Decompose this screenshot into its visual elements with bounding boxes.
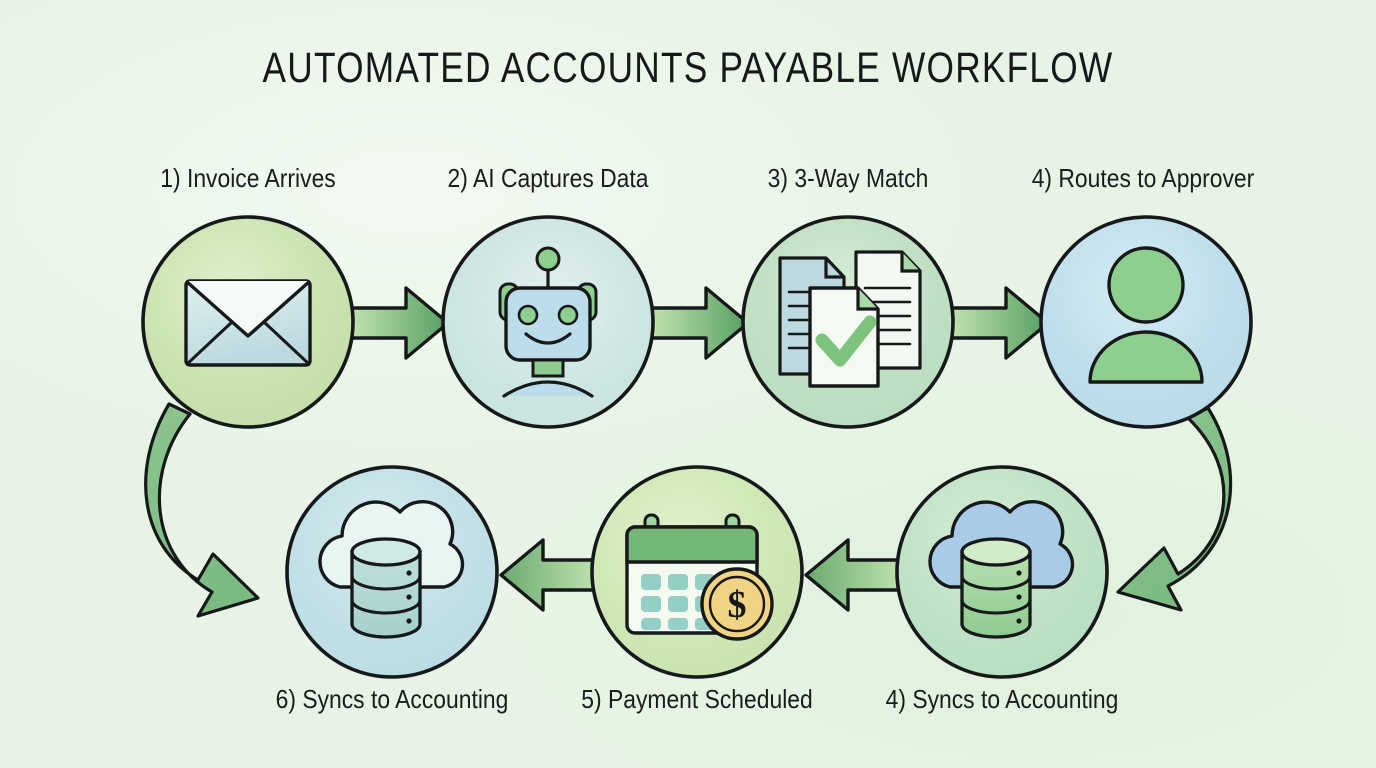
step-1-node[interactable] xyxy=(141,215,355,429)
arrow-2-3 xyxy=(650,286,750,360)
step-5-label: 6) Syncs to Accounting xyxy=(275,684,509,714)
step-6-node[interactable]: $ xyxy=(590,465,804,679)
arrow-4-7 xyxy=(1116,406,1233,612)
cloud-database-icon xyxy=(928,500,1075,639)
page-title: AUTOMATED ACCOUNTS PAYABLE WORKFLOW xyxy=(262,44,1114,92)
envelope-icon xyxy=(184,279,312,367)
step-4-node[interactable] xyxy=(1039,215,1253,429)
step-7-node[interactable] xyxy=(895,465,1109,679)
calendar-coin-icon: $ xyxy=(625,513,774,641)
step-2-label: 2) AI Captures Data xyxy=(447,163,649,193)
documents-check-icon xyxy=(778,250,922,388)
arrow-7-6 xyxy=(804,538,904,612)
step-3-node[interactable] xyxy=(741,215,955,429)
arrow-6-5 xyxy=(499,538,599,612)
step-5-node[interactable] xyxy=(285,465,499,679)
person-icon xyxy=(1088,246,1204,384)
step-1-label: 1) Invoice Arrives xyxy=(160,163,336,193)
robot-icon xyxy=(498,246,598,398)
step-4-label: 4) Routes to Approver xyxy=(1031,163,1255,193)
step-2-node[interactable] xyxy=(441,215,655,429)
step-6-label: 5) Payment Scheduled xyxy=(581,684,813,714)
arrow-1-5 xyxy=(144,402,260,618)
step-3-label: 3) 3-Way Match xyxy=(767,163,929,193)
svg-text:$: $ xyxy=(728,584,747,626)
arrow-1-2 xyxy=(350,286,450,360)
step-7-label: 4) Syncs to Accounting xyxy=(885,684,1119,714)
arrow-3-4 xyxy=(950,286,1050,360)
cloud-database-icon xyxy=(318,500,465,639)
